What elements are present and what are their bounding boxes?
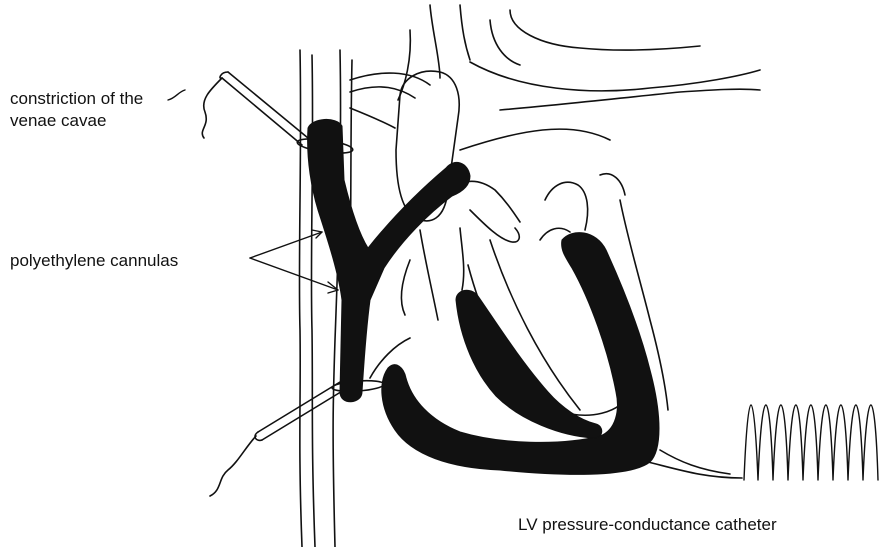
catheter-label: LV pressure-conductance catheter [518,514,777,536]
constriction-label-line1: constriction of the [10,88,143,110]
catheter-lead [648,462,742,478]
polyethylene-cannulas [308,119,470,401]
cannulas-label: polyethylene cannulas [10,250,178,272]
pressure-waveform [744,405,878,480]
ventricle-wall [382,233,659,475]
constriction-label-line2: venae cavae [10,110,143,132]
constriction-label: constriction of the venae cavae [10,88,143,132]
